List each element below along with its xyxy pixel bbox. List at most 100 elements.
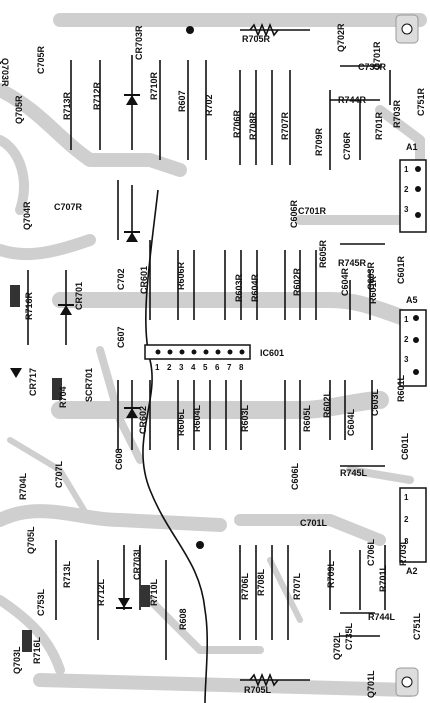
- connector-a1-pin-1: 1: [404, 165, 409, 174]
- ic601-pin-8: 8: [239, 363, 244, 372]
- ic601-pin-2: 2: [167, 363, 172, 372]
- component-label-c707l: C707L: [54, 460, 64, 488]
- ic601-pin-pad: [227, 349, 233, 355]
- component-label-r607: R607: [177, 90, 187, 112]
- connector-a1-pin-2: 2: [404, 185, 409, 194]
- component-label-r744r: R744R: [338, 95, 367, 105]
- component-label-r713l: R713L: [62, 560, 72, 588]
- component-label-r703r: R703R: [392, 99, 402, 128]
- ic601-pin-pad: [167, 349, 173, 355]
- component-label-c735r: C735R: [358, 62, 387, 72]
- connector-a2-pin-1: 1: [404, 493, 409, 502]
- component-label-cr717: CR717: [28, 368, 38, 396]
- component-label-cr602: CR602: [138, 406, 148, 434]
- connector-a2-label: A2: [406, 566, 418, 576]
- component-label-c753l: C753L: [36, 588, 46, 616]
- component-label-c603l: C603L: [370, 388, 380, 416]
- connector-a5-pin-1: 1: [404, 315, 409, 324]
- component-label-r606l: R606L: [176, 408, 186, 436]
- component-label-r701l: R701L: [378, 564, 388, 592]
- ic601-pin-4: 4: [191, 363, 196, 372]
- component-label-c735l: C735L: [344, 622, 354, 650]
- component-label-r712l: R712L: [96, 578, 106, 606]
- component-wires: [27, 29, 391, 703]
- component-label-r712r: R712R: [92, 81, 102, 110]
- ic601-pin-pad: [155, 349, 161, 355]
- connector-a5-pin-3: 3: [404, 355, 409, 364]
- component-label-r706r: R706R: [232, 109, 242, 138]
- component-label-c706r: C706R: [342, 131, 352, 160]
- component-label-r707l: R707L: [292, 572, 302, 600]
- connector-a5-pin-2: 2: [404, 335, 409, 344]
- component-label-r603l: R603L: [240, 404, 250, 432]
- component-label-r608: R608: [178, 608, 188, 630]
- component-label-r716r: R716R: [24, 291, 34, 320]
- component-label-c606r: C606R: [289, 199, 299, 228]
- ic601-label: IC601: [260, 348, 284, 358]
- component-label-r713r: R713R: [62, 91, 72, 120]
- component-label-r601r: R601R: [368, 275, 378, 304]
- component-label-c604l: C604L: [346, 408, 356, 436]
- component-label-r745l: R745L: [340, 468, 368, 478]
- component-label-r703l: R703L: [398, 538, 408, 566]
- component-label-c608: C608: [114, 448, 124, 470]
- component-label-q703l: Q703L: [12, 646, 22, 674]
- component-label-cr703r: CR703R: [134, 25, 144, 60]
- ic601-pin-5: 5: [203, 363, 208, 372]
- ic601-pin-3: 3: [179, 363, 184, 372]
- component-label-q703r: Q703R: [0, 58, 10, 87]
- component-label-scr701: SCR701: [84, 368, 94, 402]
- component-label-c751r: C751R: [416, 87, 426, 116]
- component-label-c707r: C707R: [54, 202, 83, 212]
- ic601-pin-7: 7: [227, 363, 232, 372]
- component-label-r709l: R709L: [326, 560, 336, 588]
- component-label-r704l: R704L: [18, 472, 28, 500]
- component-label-cr703l: CR703L: [132, 546, 142, 580]
- ic601-pin-pad: [239, 349, 245, 355]
- component-label-r707r: R707R: [280, 111, 290, 140]
- component-label-r601l: R601L: [396, 374, 406, 402]
- component-label-r602r: R602R: [292, 267, 302, 296]
- mounting-holes: [186, 14, 419, 697]
- component-label-cr701: CR701: [74, 282, 84, 310]
- ic601-pin-pad: [179, 349, 185, 355]
- component-label-r710l: R710L: [149, 578, 159, 606]
- component-label-r704: R704: [58, 386, 68, 408]
- connector-a2: A2 1 2 3: [399, 487, 427, 576]
- connector-a5: A5 1 2 3: [399, 295, 427, 387]
- component-label-r605r: R605R: [318, 239, 328, 268]
- component-label-r606r: R606R: [176, 261, 186, 290]
- connector-a2-pin-2: 2: [404, 515, 409, 524]
- component-label-r744l: R744L: [368, 612, 396, 622]
- component-label-q702l: Q702L: [332, 632, 342, 660]
- component-label-r604r: R604R: [250, 273, 260, 302]
- component-label-r708r: R708R: [248, 111, 258, 140]
- component-label-c702: C702: [116, 268, 126, 290]
- component-label-c751l: C751L: [412, 612, 422, 640]
- component-label-q705r: Q705R: [14, 95, 24, 124]
- ic601-pin-6: 6: [215, 363, 220, 372]
- component-label-r603r: R603R: [234, 273, 244, 302]
- ic601-pin-1: 1: [155, 363, 160, 372]
- component-label-c604r: C604R: [340, 267, 350, 296]
- component-bodies: [10, 22, 279, 688]
- component-label-c705r: C705R: [36, 45, 46, 74]
- component-label-c601r: C601R: [396, 255, 406, 284]
- component-label-r716l: R716L: [32, 636, 42, 664]
- component-label-q701l: Q701L: [366, 670, 376, 698]
- component-label-r745r: R745R: [338, 258, 367, 268]
- component-label-c603r: C603R: [366, 261, 376, 290]
- component-label-r708l: R708L: [256, 568, 266, 596]
- component-label-c701r: C701R: [298, 206, 327, 216]
- component-label-r701r: R701R: [374, 111, 384, 140]
- component-label-r605l: R605L: [302, 404, 312, 432]
- component-label-cr601: CR601: [139, 266, 149, 294]
- component-label-c607: C607: [116, 326, 126, 348]
- component-label-r706l: R706L: [240, 572, 250, 600]
- component-label-r705l: R705L: [244, 685, 272, 695]
- component-label-q704r: Q704R: [22, 201, 32, 230]
- component-label-c601l: C601L: [400, 432, 410, 460]
